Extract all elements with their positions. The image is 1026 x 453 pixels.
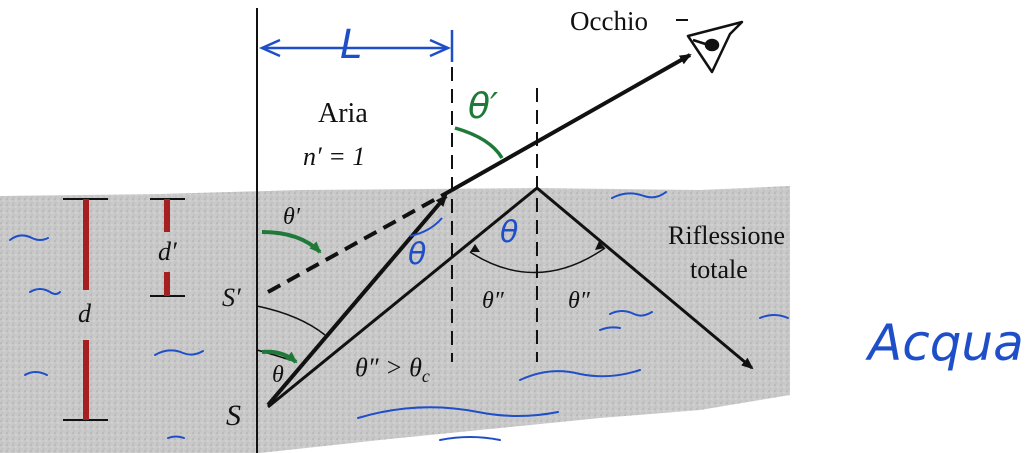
ray-source-to-surface — [266, 194, 448, 407]
label-critical-condition: θ″ > θc — [355, 353, 430, 386]
depth-bar-d-prime — [150, 198, 185, 297]
handwritten-theta-blue-left: θ — [408, 237, 426, 272]
handwritten-l: L — [340, 22, 362, 68]
l-dimension — [258, 30, 454, 62]
handwritten-theta-prime-green: θ′ — [468, 86, 498, 127]
label-s-prime: S′ — [222, 283, 241, 312]
handwritten-theta-blue-right: θ — [500, 215, 518, 250]
ray-refracted-to-eye — [451, 53, 692, 192]
water-waves — [9, 191, 789, 441]
water-region — [0, 186, 790, 453]
label-theta-wall: θ — [272, 362, 284, 388]
ray-source-to-reflection — [267, 186, 538, 409]
depth-bar-d — [63, 198, 108, 421]
label-riflessione: Riflessione — [668, 221, 785, 250]
label-theta-prime-wall: θ′ — [283, 204, 301, 230]
label-d: d — [78, 299, 92, 328]
angle-arc-theta-prime-virtual — [256, 305, 326, 336]
arrow-theta-wall — [261, 349, 298, 364]
label-s: S — [226, 399, 241, 432]
label-n-prime: n′ = 1 — [303, 142, 365, 171]
angle-arc-theta-double — [469, 247, 606, 274]
label-aria: Aria — [318, 98, 368, 129]
ray-reflected — [536, 186, 754, 370]
arc-theta-blue-left — [409, 217, 443, 237]
eye-icon — [686, 20, 744, 74]
label-d-prime: d′ — [158, 237, 177, 266]
ray-virtual-dashed — [267, 188, 453, 294]
arrow-theta-prime-wall — [261, 230, 322, 254]
label-totale: totale — [690, 255, 748, 284]
label-theta-double-right: θ″ — [568, 288, 591, 314]
label-theta-double-left: θ″ — [482, 288, 505, 314]
label-occhio: Occhio — [570, 6, 648, 36]
arc-theta-prime-green — [454, 126, 504, 159]
handwritten-acqua: Acqua — [865, 314, 1024, 372]
